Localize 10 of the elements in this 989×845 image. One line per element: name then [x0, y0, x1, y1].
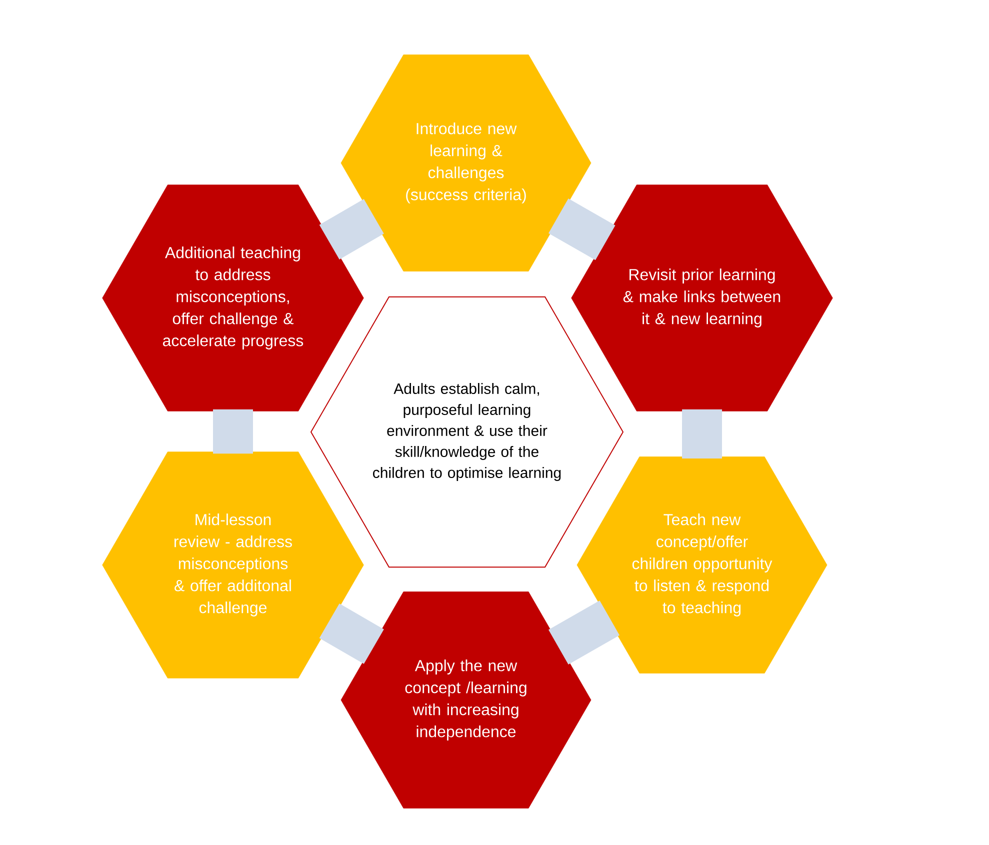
- connector-band: [213, 409, 254, 454]
- hexagon: Additional teaching to address misconceptions, offer challenge & accelerate progress: [102, 184, 364, 412]
- hexagon: Revisit prior learning & make links between it & new learning: [571, 184, 833, 412]
- hexagon: Introduce new learning & challenges (success criteria): [340, 54, 592, 272]
- hexagon: Teach new concept/offer children opportunity to listen & respond to teaching: [576, 456, 828, 674]
- connector-band: [548, 198, 616, 260]
- connector-band: [319, 604, 384, 664]
- hexagon: Mid-lesson review - address misconceptions & offer additonal challenge: [102, 452, 364, 678]
- connector-band: [682, 409, 722, 459]
- hexagon: Apply the new concept /learning with increasing independence: [340, 592, 592, 808]
